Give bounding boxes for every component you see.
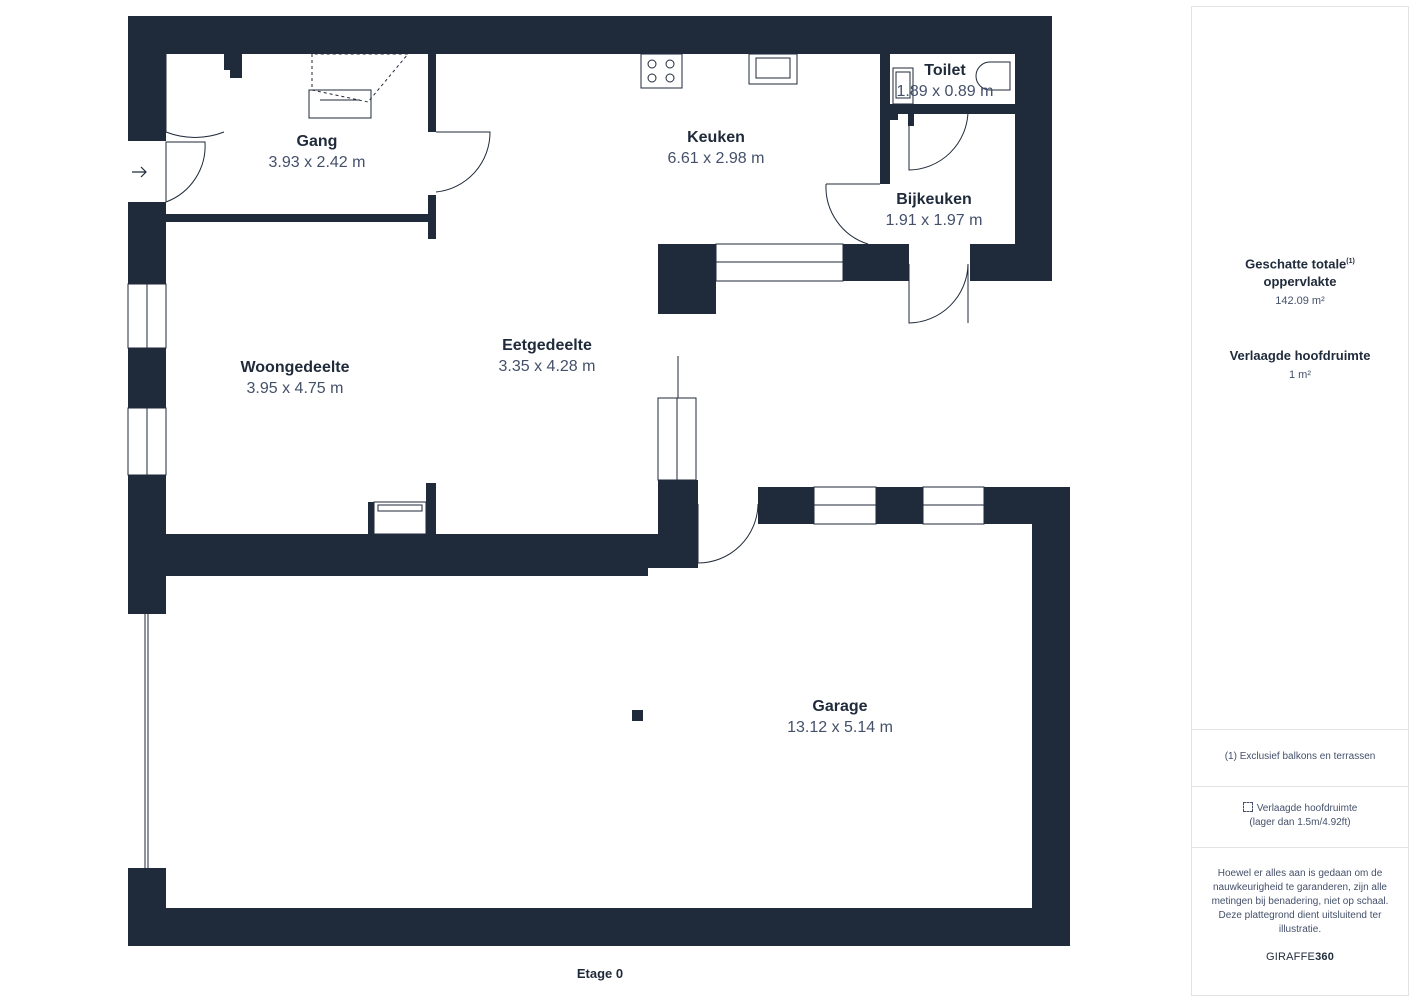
brand-bold: 360 — [1315, 951, 1335, 963]
room-dim-bijkeuken: 1.91 x 1.97 m — [886, 212, 983, 229]
floor-label: Etage 0 — [576, 966, 624, 981]
walls — [128, 16, 1070, 946]
brand-logo: GIRAFFE360 — [1192, 951, 1408, 963]
total-area-footnote-mark: (1) — [1346, 258, 1355, 265]
room-dim-woongedeelte: 3.95 x 4.75 m — [247, 380, 344, 397]
total-area-block: Geschatte totale(1) oppervlakte 142.09 m… — [1192, 253, 1408, 307]
room-name-garage: Garage — [812, 698, 867, 715]
legend-line-2: (lager dan 1.5m/4.92ft) — [1249, 817, 1351, 828]
legend-block: Verlaagde hoofdruimte (lager dan 1.5m/4.… — [1192, 802, 1408, 830]
fixtures — [132, 53, 1011, 535]
divider — [1192, 847, 1408, 848]
total-area-value: 142.09 m² — [1275, 295, 1325, 308]
reduced-headroom-value: 1 m² — [1289, 369, 1311, 381]
divider — [1192, 729, 1408, 730]
room-name-woongedeelte: Woongedeelte — [240, 359, 349, 376]
windows — [127, 243, 985, 868]
room-name-eetgedeelte: Eetgedeelte — [502, 337, 592, 354]
info-panel: Geschatte totale(1) oppervlakte 142.09 m… — [1191, 6, 1409, 996]
room-dim-eetgedeelte: 3.35 x 4.28 m — [499, 358, 596, 375]
total-area-title-2: oppervlakte — [1263, 274, 1337, 290]
footnote: (1) Exclusief balkons en terrassen — [1224, 751, 1376, 762]
room-dim-toilet: 1.89 x 0.89 m — [897, 83, 994, 100]
room-dim-gang: 3.93 x 2.42 m — [269, 154, 366, 171]
divider — [1192, 786, 1408, 787]
room-name-keuken: Keuken — [687, 129, 745, 146]
total-area-title: Geschatte totale — [1245, 256, 1347, 272]
doors — [165, 54, 969, 564]
room-dim-garage: 13.12 x 5.14 m — [787, 719, 893, 736]
room-name-bijkeuken: Bijkeuken — [896, 191, 972, 208]
room-dim-keuken: 6.61 x 2.98 m — [668, 150, 765, 167]
brand-light: GIRAFFE — [1265, 951, 1316, 963]
labels: Gang 3.93 x 2.42 m Keuken 6.61 x 2.98 m … — [240, 62, 993, 736]
room-name-toilet: Toilet — [924, 62, 966, 79]
reduced-headroom-block: Verlaagde hoofdruimte 1 m² — [1192, 347, 1408, 381]
reduced-headroom-title: Verlaagde hoofdruimte — [1229, 348, 1371, 363]
floor-plan: Gang 3.93 x 2.42 m Keuken 6.61 x 2.98 m … — [127, 16, 1070, 946]
reduced-headroom-icon — [1242, 802, 1253, 812]
legend-line-1: Verlaagde hoofdruimte — [1256, 803, 1358, 814]
disclaimer: Hoewel er alles aan is gedaan om de nauw… — [1211, 868, 1389, 935]
room-name-gang: Gang — [297, 133, 338, 150]
